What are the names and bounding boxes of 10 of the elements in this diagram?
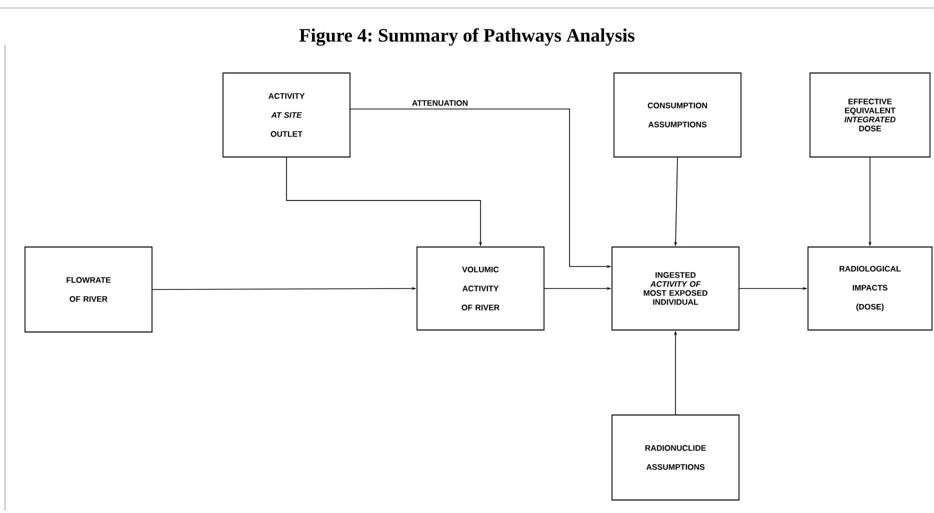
process-box: VOLUMIC ACTIVITY OF RIVER xyxy=(416,246,544,330)
process-box: FLOWRATE OF RIVER xyxy=(24,246,152,332)
process-box: EFFECTIVE EQUIVALENT INTEGRATED DOSE xyxy=(810,72,930,158)
process-box: ACTIVITY AT SITE OUTLET xyxy=(222,72,350,158)
title: Figure 4: Summary of Pathways Analysis xyxy=(299,28,634,46)
process-box: INGESTED ACTIVITY OF MOST EXPOSED INDIVIDUAL xyxy=(612,246,740,330)
process-box: RADIOLOGICAL IMPACTS (DOSE) xyxy=(808,246,932,330)
process-box: RADIONUCLIDE ASSUMPTIONS xyxy=(612,414,740,500)
edge-label: ATTENUATION xyxy=(412,100,468,106)
process-box: CONSUMPTION ASSUMPTIONS xyxy=(614,72,742,158)
